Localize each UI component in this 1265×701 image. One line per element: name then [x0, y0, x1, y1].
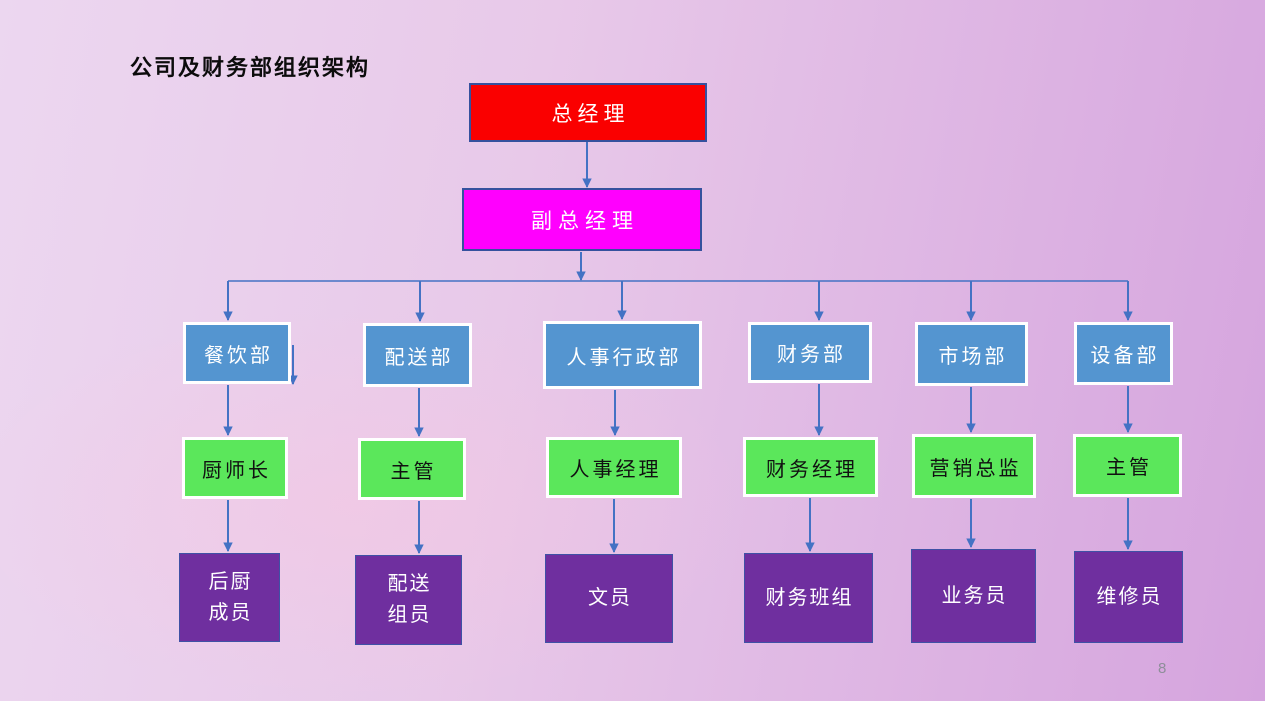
org-node-label: 设备部	[1090, 345, 1160, 367]
org-node-mgr-head-chef: 厨师长	[182, 437, 288, 499]
org-node-staff-clerk: 文员	[545, 554, 673, 643]
org-node-dept-hr-admin: 人事行政部	[543, 321, 702, 389]
org-node-label: 主管	[1106, 457, 1152, 479]
org-node-label: 餐饮部	[204, 344, 273, 367]
org-node-mgr-hr-manager: 人事经理	[546, 437, 682, 498]
org-node-mgr-delivery-supervisor: 主管	[358, 438, 466, 500]
org-node-label: 维修员	[1096, 585, 1163, 608]
org-node-label: 人事行政部	[566, 346, 682, 369]
org-node-label: 副总经理	[531, 208, 639, 233]
org-node-label: 成员	[208, 601, 253, 624]
org-node-label: 配送部	[384, 346, 454, 369]
org-node-dept-marketing: 市场部	[915, 322, 1028, 386]
org-node-staff-maintenance-worker: 维修员	[1074, 551, 1183, 643]
org-node-staff-finance-team: 财务班组	[744, 553, 873, 643]
org-node-dept-delivery: 配送部	[363, 323, 472, 387]
org-node-label: 主管	[390, 460, 437, 483]
org-node-label: 文员	[588, 587, 632, 609]
org-node-label: 总经理	[551, 101, 630, 126]
org-node-deputy-general-manager: 副总经理	[462, 188, 702, 251]
org-node-label: 业务员	[941, 584, 1008, 607]
org-node-mgr-marketing-director: 营销总监	[912, 434, 1036, 498]
org-node-label: 市场部	[938, 345, 1008, 368]
org-node-label: 配送	[387, 573, 432, 595]
org-node-staff-salesperson: 业务员	[911, 549, 1036, 643]
org-node-label: 组员	[387, 604, 432, 626]
org-node-label: 营销总监	[929, 457, 1022, 480]
org-node-label: 厨师长	[202, 459, 271, 482]
slide-title: 公司及财务部组织架构	[130, 55, 371, 80]
org-node-label: 后厨	[208, 570, 253, 593]
org-node-general-manager: 总经理	[469, 83, 707, 142]
org-node-staff-kitchen-staff: 后厨 成员	[179, 553, 280, 642]
page-number: 8	[1158, 660, 1167, 677]
org-node-label: 财务经理	[766, 458, 858, 481]
org-node-dept-finance: 财务部	[748, 322, 872, 383]
org-node-label: 财务部	[777, 344, 846, 366]
org-node-dept-catering: 餐饮部	[183, 322, 291, 384]
org-node-label: 财务班组	[765, 586, 854, 609]
org-node-mgr-equipment-supervisor: 主管	[1073, 434, 1182, 497]
org-node-mgr-finance-manager: 财务经理	[743, 437, 878, 497]
org-node-label: 人事经理	[569, 459, 662, 481]
org-node-staff-delivery-team: 配送 组员	[355, 555, 462, 645]
org-node-dept-equipment: 设备部	[1074, 322, 1173, 385]
